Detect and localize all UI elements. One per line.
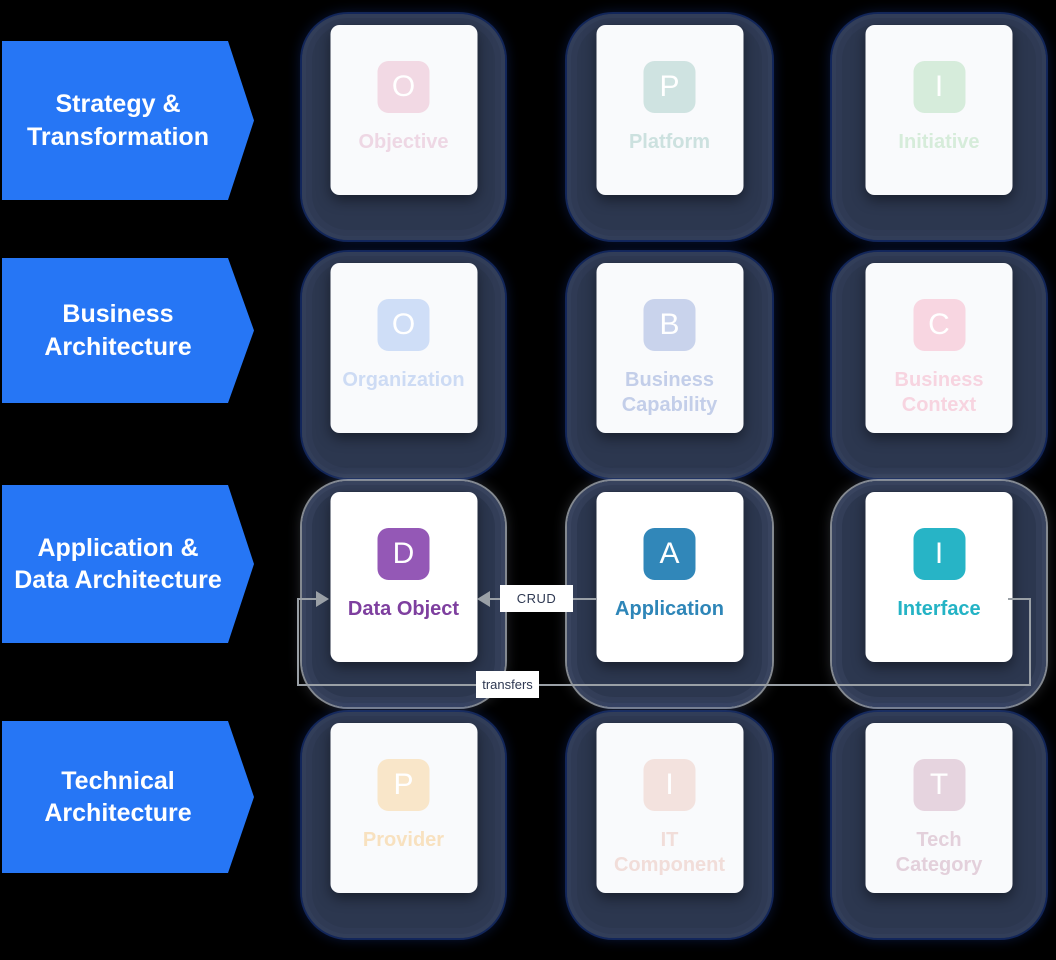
- layer-arrow-strategy-transformation: Strategy & Transformation: [2, 41, 254, 200]
- business-capability-icon: B: [643, 299, 696, 351]
- application-icon-letter: A: [659, 537, 680, 570]
- card-label: Objective: [358, 131, 449, 153]
- tile-provider: P Provider: [302, 712, 505, 938]
- card-label: Provider: [362, 829, 445, 851]
- organization-icon: O: [377, 299, 430, 351]
- factsheet-card-tech-category[interactable]: T Tech Category: [865, 723, 1013, 893]
- tile-initiative: I Initiative: [832, 14, 1046, 240]
- tile-it-component: I IT Component: [567, 712, 772, 938]
- card-label: Initiative: [898, 131, 980, 153]
- interface-icon: I: [913, 528, 965, 580]
- business-context-icon: C: [913, 299, 965, 351]
- transfers-connection-line: [297, 684, 1031, 686]
- factsheet-card-objective[interactable]: O Objective: [330, 25, 477, 195]
- card-label: Business Capability: [621, 369, 718, 416]
- card-label: Business Context: [894, 369, 984, 416]
- tech-category-icon-letter: T: [929, 768, 949, 801]
- objective-icon: O: [377, 61, 430, 113]
- provider-icon: P: [377, 759, 430, 811]
- card-label: Application: [615, 598, 724, 620]
- it-component-icon: I: [643, 759, 696, 811]
- factsheet-card-interface[interactable]: I Interface: [865, 492, 1013, 662]
- transfers-connection-line: [297, 598, 299, 686]
- platform-icon-letter: P: [659, 70, 680, 103]
- factsheet-card-initiative[interactable]: I Initiative: [865, 25, 1013, 195]
- factsheet-card-organization[interactable]: O Organization: [330, 263, 477, 433]
- layer-arrow-application-data-architecture: Application & Data Architecture: [2, 485, 254, 643]
- transfers-connection-label: transfers: [476, 671, 539, 698]
- tile-tech-category: T Tech Category: [832, 712, 1046, 938]
- tile-organization: O Organization: [302, 252, 505, 478]
- business-context-icon-letter: C: [928, 308, 950, 341]
- crud-connection-label: CRUD: [500, 585, 573, 612]
- tile-business-context: C Business Context: [832, 252, 1046, 478]
- initiative-icon-letter: I: [934, 70, 944, 103]
- application-icon: A: [643, 528, 696, 580]
- card-label: Interface: [897, 598, 981, 620]
- factsheet-card-platform[interactable]: P Platform: [596, 25, 743, 195]
- crud-arrowhead-icon: [477, 591, 490, 607]
- card-label: IT Component: [613, 829, 726, 876]
- factsheet-card-business-context[interactable]: C Business Context: [865, 263, 1013, 433]
- data-object-icon-letter: D: [392, 537, 415, 570]
- data-object-icon: D: [377, 528, 430, 580]
- transfers-connection-line: [298, 598, 317, 600]
- transfers-connection-line: [1008, 598, 1031, 600]
- factsheet-card-business-capability[interactable]: B Business Capability: [596, 263, 743, 433]
- tile-interface: I Interface: [832, 481, 1046, 707]
- objective-icon-letter: O: [391, 70, 416, 103]
- layer-arrow-label: Strategy & Transformation: [27, 90, 209, 151]
- tile-objective: O Objective: [302, 14, 505, 240]
- it-component-icon-letter: I: [665, 768, 674, 801]
- card-label: Tech Category: [895, 829, 983, 876]
- card-label: Data Object: [347, 598, 460, 620]
- transfers-connection-line: [1029, 598, 1031, 686]
- organization-icon-letter: O: [391, 308, 416, 341]
- factsheet-card-it-component[interactable]: I IT Component: [596, 723, 743, 893]
- card-label: Organization: [342, 369, 465, 391]
- interface-icon-letter: I: [934, 537, 944, 570]
- layer-arrow-business-architecture: Business Architecture: [2, 258, 254, 403]
- platform-icon: P: [643, 61, 696, 113]
- provider-icon-letter: P: [393, 768, 414, 801]
- initiative-icon: I: [913, 61, 965, 113]
- business-capability-icon-letter: B: [659, 308, 680, 341]
- factsheet-card-application[interactable]: A Application: [596, 492, 743, 662]
- layer-arrow-label: Business Architecture: [44, 300, 192, 361]
- factsheet-card-data-object[interactable]: D Data Object: [330, 492, 477, 662]
- tile-data-object: D Data Object: [302, 481, 505, 707]
- transfers-arrowhead-icon: [316, 591, 329, 607]
- tile-application: A Application: [567, 481, 772, 707]
- tile-platform: P Platform: [567, 14, 772, 240]
- tile-business-capability: B Business Capability: [567, 252, 772, 478]
- tech-category-icon: T: [913, 759, 965, 811]
- layer-arrow-label: Application & Data Architecture: [14, 533, 222, 594]
- factsheet-card-provider[interactable]: P Provider: [330, 723, 477, 893]
- layer-arrow-label: Technical Architecture: [44, 766, 192, 827]
- layer-arrow-technical-architecture: Technical Architecture: [2, 721, 254, 873]
- card-label: Platform: [628, 131, 711, 153]
